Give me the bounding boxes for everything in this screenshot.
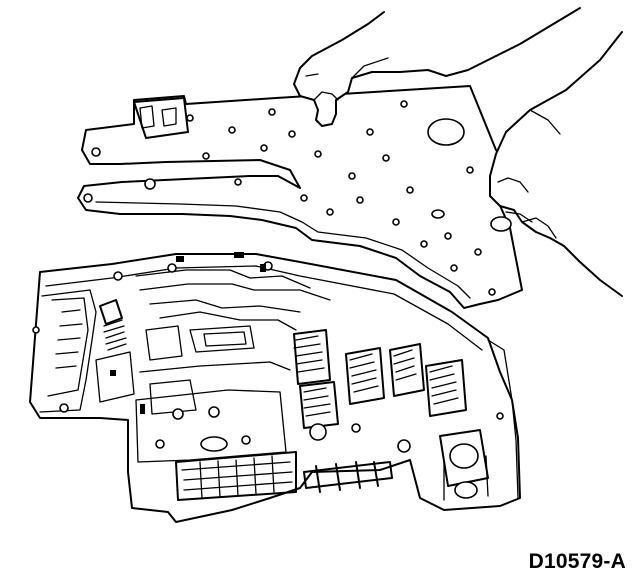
figure-caption: D10579-A [528, 550, 626, 573]
right-hand [489, 31, 623, 297]
separator-plate [77, 85, 523, 309]
left-hand [293, 7, 581, 127]
valve-body [29, 252, 521, 523]
